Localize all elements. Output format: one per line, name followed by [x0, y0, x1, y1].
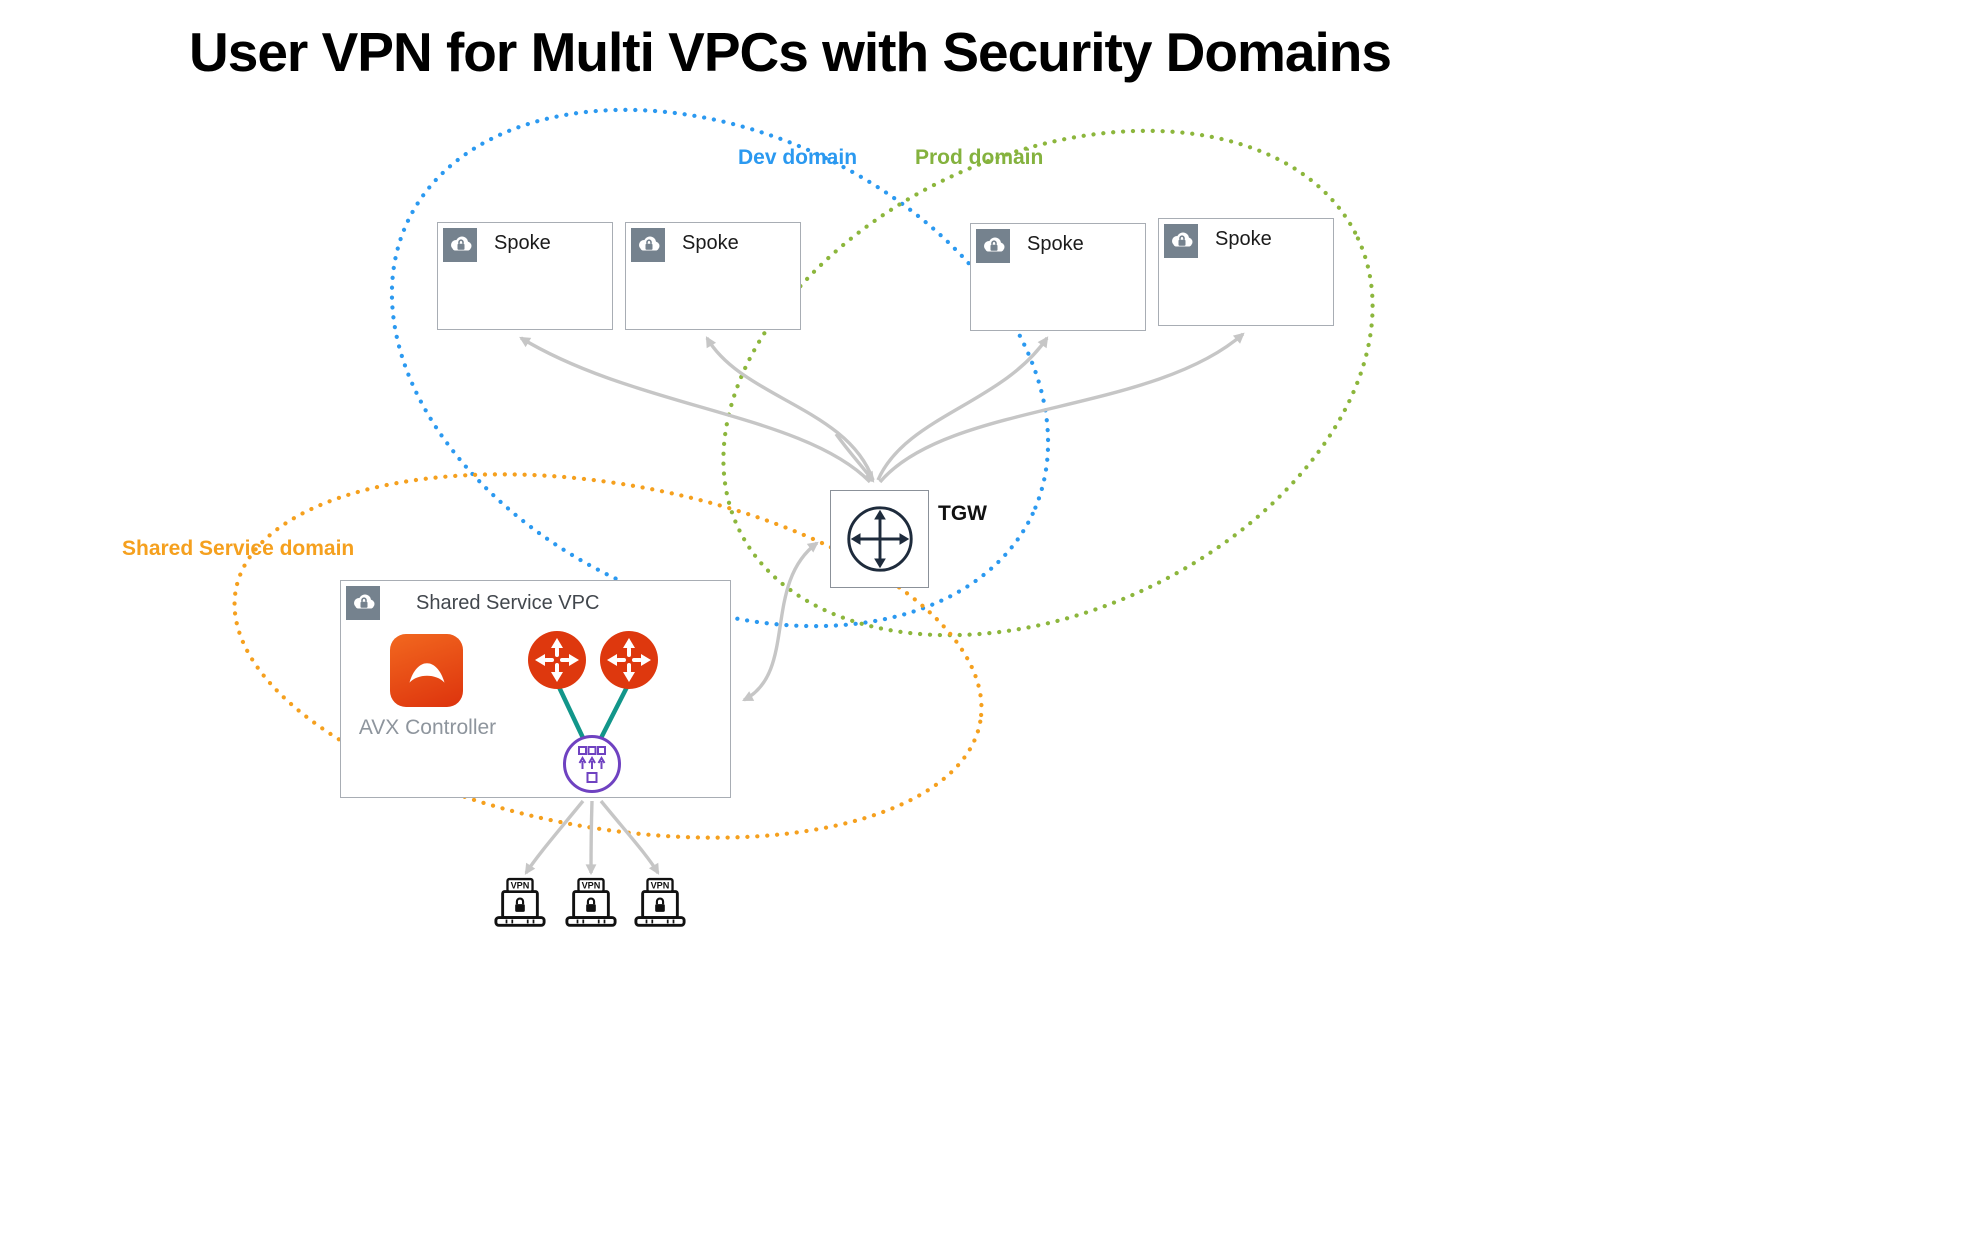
connector-gateway-vpn2	[585, 800, 597, 876]
vpc-cloud-lock-icon	[1164, 224, 1198, 258]
spoke-vpc-box-2: Spoke	[625, 222, 801, 330]
tgw-label: TGW	[938, 502, 987, 525]
vpn-client-laptop-icon: VPN	[633, 877, 687, 937]
connector-vpc-tgw	[742, 541, 819, 702]
dev-domain-label: Dev domain	[738, 146, 858, 169]
transit-gateway-icon	[846, 506, 913, 572]
vpn-client-laptop-icon: VPN	[564, 877, 618, 937]
prod-domain-label: Prod domain	[915, 146, 1044, 169]
avx-controller-label: AVX Controller	[358, 716, 497, 739]
connector-gateway-vpn1	[524, 799, 585, 875]
spoke-label: Spoke	[1027, 233, 1084, 255]
page-title: User VPN for Multi VPCs with Security Do…	[189, 21, 1392, 83]
vpc-cloud-lock-icon	[443, 228, 477, 262]
prod-domain-ellipse	[721, 128, 1375, 638]
avx-controller-icon	[390, 634, 463, 707]
shared-service-domain-label: Shared Service domain	[122, 537, 355, 560]
connector-tgw-spoke2	[705, 336, 875, 481]
spoke-label: Spoke	[1215, 228, 1272, 250]
tgw-box	[830, 490, 929, 588]
dev-domain-ellipse	[389, 107, 1051, 629]
vpn-badge: VPN	[651, 881, 670, 891]
vpc-cloud-lock-icon	[631, 228, 665, 262]
spoke-vpc-box-3: Spoke	[970, 223, 1146, 331]
vpn-badge: VPN	[511, 881, 530, 891]
spoke-label: Spoke	[494, 232, 551, 254]
connector-tgw-spoke3	[876, 336, 1049, 481]
shared-service-vpc-label: Shared Service VPC	[416, 592, 600, 614]
shared-service-domain-ellipse	[232, 472, 984, 840]
vpn-badge: VPN	[582, 881, 601, 891]
spoke-vpc-box-1: Spoke	[437, 222, 613, 330]
connector-gateway-vpn3	[599, 799, 660, 875]
connector-into-tgw	[834, 432, 875, 483]
vpc-cloud-lock-icon	[976, 229, 1010, 263]
connector-tgw-spoke1	[519, 336, 872, 484]
vpn-client-laptop-icon: VPN	[493, 877, 547, 937]
spoke-label: Spoke	[682, 232, 739, 254]
spoke-vpc-box-4: Spoke	[1158, 218, 1334, 326]
vpc-cloud-lock-icon	[346, 586, 380, 620]
connector-tgw-spoke4	[878, 332, 1245, 484]
